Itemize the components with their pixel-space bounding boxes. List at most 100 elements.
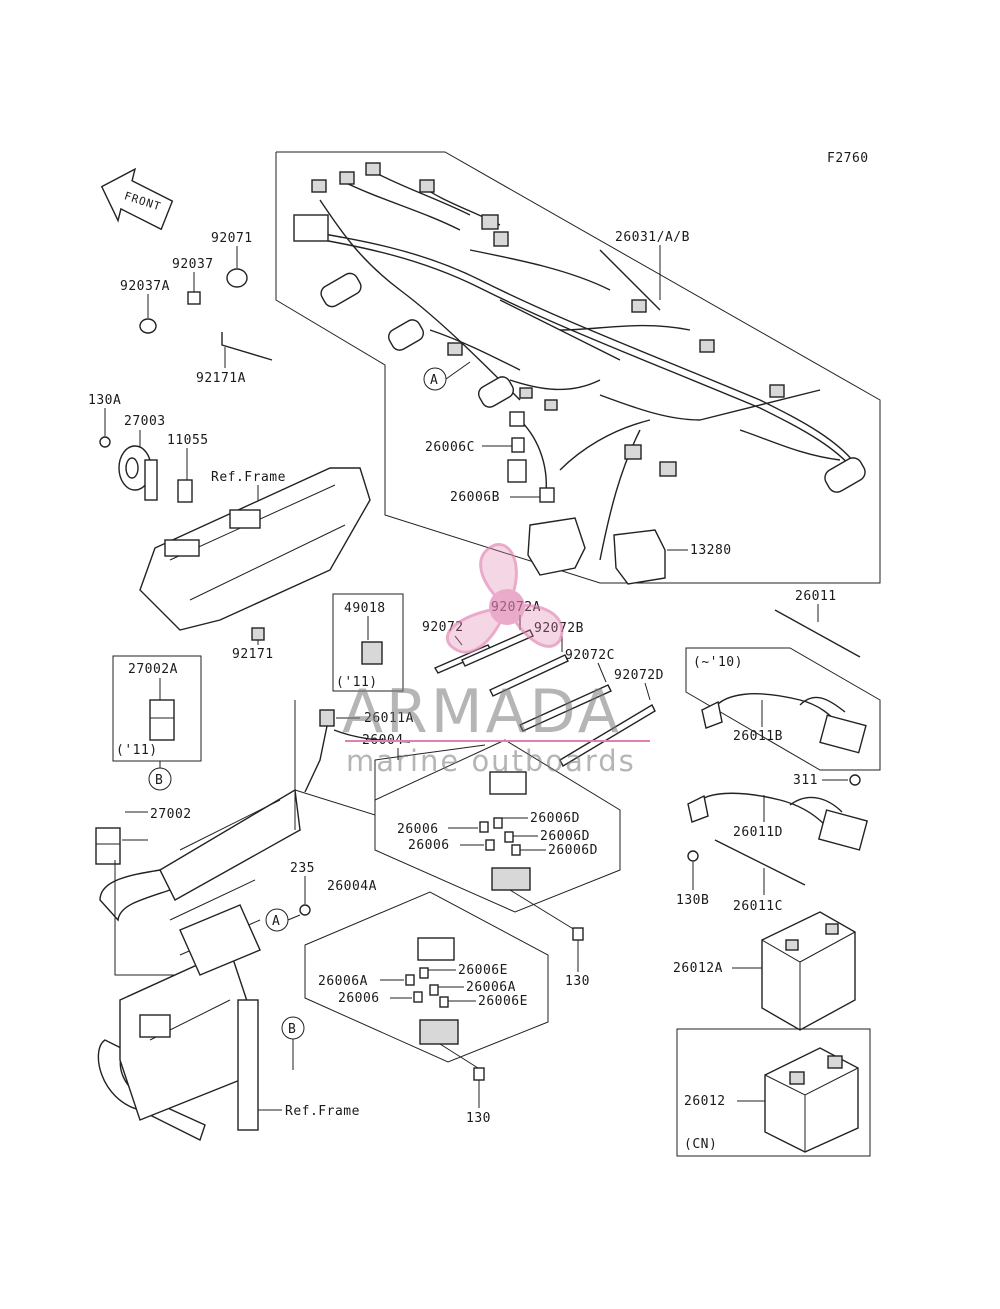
connector [419, 179, 435, 193]
label-26011B: 26011B [733, 729, 783, 744]
clamp-92037A [139, 318, 157, 334]
bolt-130B [687, 850, 699, 862]
box-27002A [112, 655, 202, 762]
battery-26012A [761, 911, 856, 1031]
callout-B2-label: B [288, 1022, 296, 1037]
label-26011D: 26011D [733, 825, 783, 840]
tie-92072A [461, 629, 534, 667]
label-130A: 130A [88, 393, 121, 408]
starter-relay [819, 714, 867, 754]
callout-A-label: A [430, 373, 438, 388]
label-130-1: 130 [565, 974, 590, 989]
box-26012-cn [676, 1028, 871, 1157]
tie-92072B [489, 654, 569, 697]
label-26006B: 26006B [450, 490, 500, 505]
fusebox-cover [417, 937, 455, 961]
label-13280: 13280 [690, 543, 732, 558]
label-130-2: 130 [466, 1111, 491, 1126]
label-27003: 27003 [124, 414, 166, 429]
connector [659, 461, 677, 477]
callout-A2-label: A [272, 914, 280, 929]
frame-section [139, 467, 371, 631]
label-92071: 92071 [211, 231, 253, 246]
relay-box [293, 214, 329, 242]
fuse-holder [507, 459, 527, 483]
connector [624, 444, 642, 460]
connector [339, 171, 355, 185]
watermark-brand: ARMADA [342, 677, 622, 747]
callout-B [148, 767, 172, 791]
cable-26011B [709, 693, 841, 726]
label-yr11-b: ('11) [116, 743, 158, 758]
cable-26011D [694, 792, 826, 826]
label-26031: 26031/A/B [615, 230, 690, 245]
relay-27002 [95, 827, 121, 865]
grommet-92071 [226, 268, 248, 288]
label-49018: 49018 [344, 601, 386, 616]
label-ref-frame-top: Ref.Frame [211, 470, 286, 485]
relay-49018 [361, 641, 383, 665]
label-92037: 92037 [172, 257, 214, 272]
label-92037A: 92037A [120, 279, 170, 294]
fusebox-cover [489, 771, 527, 795]
label-11055: 11055 [167, 433, 209, 448]
connector [493, 231, 509, 247]
tie-92072C [519, 684, 612, 732]
label-26004A: 26004A [327, 879, 377, 894]
label-26006D-1: 26006D [530, 811, 580, 826]
label-ref-frame-bottom: Ref.Frame [285, 1104, 360, 1119]
label-130B: 130B [676, 893, 709, 908]
connector-boot [320, 272, 362, 308]
connector [311, 179, 327, 193]
propeller-logo-icon [446, 543, 564, 654]
bolt-130 [473, 1067, 485, 1081]
label-26006E-1: 26006E [458, 963, 508, 978]
front-arrow-icon: FRONT [100, 167, 174, 231]
label-92072C: 92072C [565, 648, 615, 663]
label-26006-2: 26006 [408, 838, 450, 853]
cover-13280 [613, 529, 666, 585]
watermark: ARMADA marine outboards [342, 543, 650, 778]
label-26006E-2: 26006E [478, 994, 528, 1009]
connector-boot [824, 457, 866, 493]
bracket-11055 [177, 479, 193, 503]
cable-26011C [714, 839, 806, 886]
bolt-130A [99, 436, 111, 448]
frame-plate [139, 1014, 171, 1038]
label-26006A-1: 26006A [318, 974, 368, 989]
lower-frame [97, 788, 302, 1141]
nut-311 [849, 774, 861, 786]
label-26006C: 26006C [425, 440, 475, 455]
starter-relay [817, 809, 869, 851]
label-235: 235 [290, 861, 315, 876]
label-26006D-2: 26006D [540, 829, 590, 844]
watermark-rule [345, 740, 650, 742]
label-26011C: 26011C [733, 899, 783, 914]
bolt-130 [572, 927, 584, 941]
fusebox-body [491, 867, 531, 891]
connector-boot [388, 319, 424, 351]
main-harness [293, 162, 866, 561]
label-26006D-3: 26006D [548, 843, 598, 858]
frame-post [237, 999, 259, 1131]
callout-B-label: B [155, 773, 163, 788]
frame-bracket [164, 539, 200, 557]
label-92072D: 92072D [614, 668, 664, 683]
label-92072: 92072 [422, 620, 464, 635]
label-cn: (CN) [684, 1137, 717, 1152]
battery-26012 [764, 1047, 859, 1153]
label-26006A-2: 26006A [466, 980, 516, 995]
fusebox-26004A-panel [304, 891, 549, 1063]
label-27002: 27002 [150, 807, 192, 822]
harness-outline [275, 151, 881, 584]
fuse-26006C [511, 437, 525, 453]
label-yr11-a: ('11) [336, 675, 378, 690]
connector [519, 387, 533, 399]
connector-boot [478, 376, 514, 408]
connector [699, 339, 715, 353]
fuse-box-26006B [527, 517, 586, 576]
label-26012A: 26012A [673, 961, 723, 976]
connector [447, 342, 463, 356]
label-27002A: 27002A [128, 662, 178, 677]
relay-27002A [149, 699, 175, 741]
